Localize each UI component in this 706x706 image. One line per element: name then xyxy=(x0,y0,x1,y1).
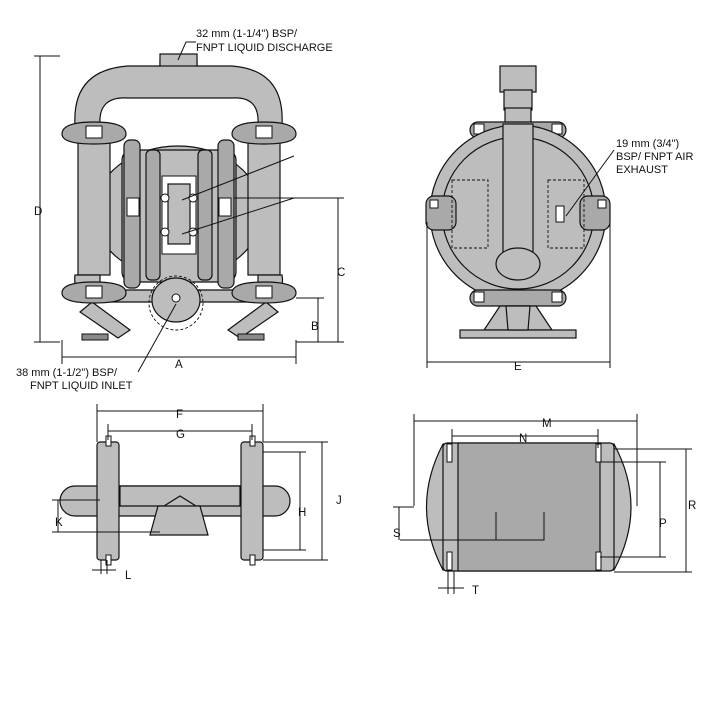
discharge-callout-line2: FNPT LIQUID DISCHARGE xyxy=(196,42,333,54)
dim-label-j: J xyxy=(336,495,342,507)
dim-label-p: P xyxy=(659,518,667,530)
discharge-callout: 32 mm (1-1/4") BSP/ FNPT LIQUID DISCHARG… xyxy=(196,28,333,54)
discharge-callout-line1: 32 mm (1-1/4") BSP/ xyxy=(196,28,298,40)
inlet-callout-line2: FNPT LIQUID INLET xyxy=(30,380,133,392)
dim-label-h: H xyxy=(298,507,306,519)
exhaust-callout-line2: BSP/ FNPT AIR xyxy=(616,151,693,163)
exhaust-callout: 19 mm (3/4") BSP/ FNPT AIR EXHAUST xyxy=(616,138,693,176)
dim-label-e: E xyxy=(514,361,522,373)
exhaust-callout-line3: EXHAUST xyxy=(616,164,668,176)
dim-label-m: M xyxy=(542,418,552,430)
dim-label-t: T xyxy=(472,585,479,597)
front-view xyxy=(61,53,297,341)
front-view-dimensions: D A B C xyxy=(34,41,345,373)
inlet-callout-line1: 38 mm (1-1/2") BSP/ xyxy=(16,367,118,379)
dim-label-c: C xyxy=(337,267,345,279)
top-view xyxy=(59,435,291,566)
dim-label-l: L xyxy=(125,570,132,582)
bottom-view-dimensions: M N P R S T xyxy=(393,414,696,597)
dim-label-b: B xyxy=(311,321,319,333)
dim-label-d: D xyxy=(34,206,42,218)
dim-label-s: S xyxy=(393,528,401,540)
side-view xyxy=(425,65,611,339)
dim-label-f: F xyxy=(176,409,183,421)
dim-label-g: G xyxy=(176,429,185,441)
exhaust-callout-line1: 19 mm (3/4") xyxy=(616,138,679,150)
dim-label-r: R xyxy=(688,500,696,512)
dim-label-a: A xyxy=(175,359,183,371)
dim-label-n: N xyxy=(519,433,527,445)
dim-label-k: K xyxy=(55,517,63,529)
bottom-view xyxy=(400,442,632,572)
inlet-callout: 38 mm (1-1/2") BSP/ FNPT LIQUID INLET xyxy=(16,367,133,392)
side-view-dimensions: E xyxy=(426,149,615,373)
top-view-dimensions: F G H J K L xyxy=(52,404,342,582)
